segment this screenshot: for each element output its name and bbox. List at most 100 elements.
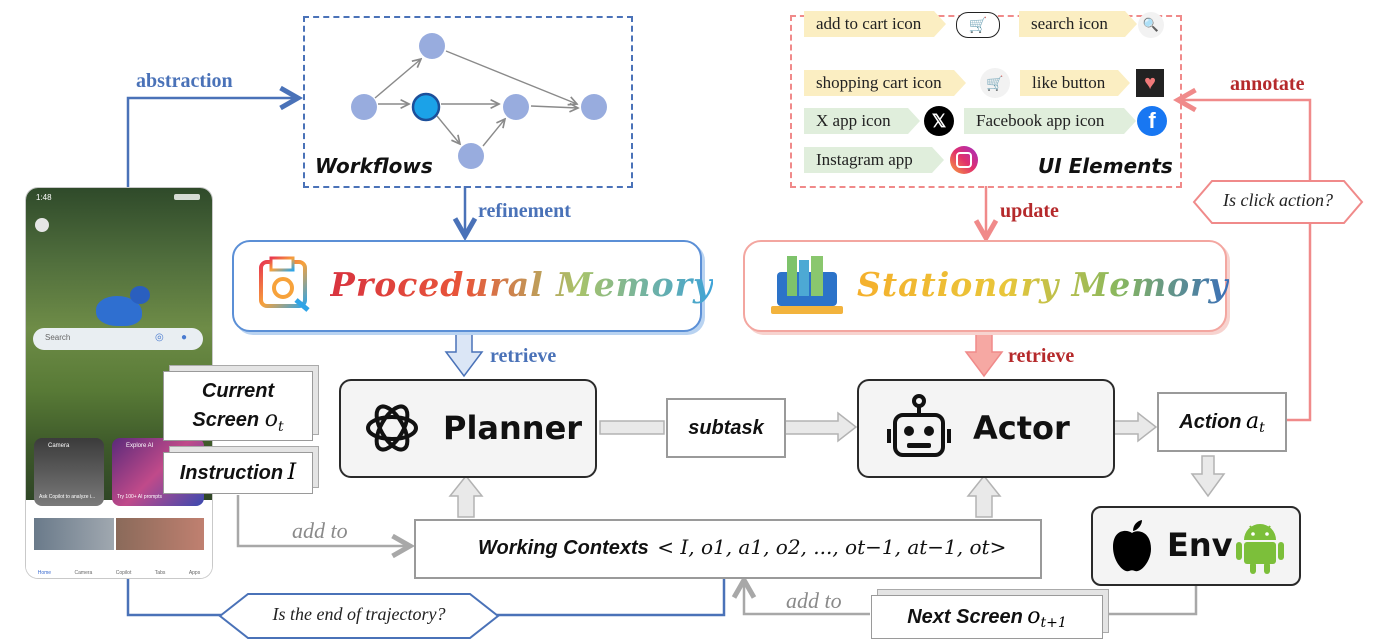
ui-tag: X app icon xyxy=(804,108,920,134)
workflow-graph xyxy=(351,33,607,169)
click-decision-text: Is click action? xyxy=(1223,190,1333,210)
abstraction-arrow xyxy=(126,98,298,188)
working-contexts-content: Working Contexts < I, o1, a1, o2, ..., o… xyxy=(478,535,1006,560)
card-title: Explore AI xyxy=(126,443,154,449)
subtask-box: subtask xyxy=(666,398,786,458)
workflow-node xyxy=(503,94,529,120)
update-label: update xyxy=(1000,200,1059,222)
stationary-memory-box: Stationary Memory xyxy=(743,240,1229,332)
stationary-memory-title: Stationary Memory xyxy=(857,265,1229,304)
end-decision-text: Is the end of trajectory? xyxy=(272,604,446,624)
ui-tag: like button xyxy=(1020,70,1130,96)
next-screen-label: Next Screen xyxy=(907,606,1023,628)
actor-box: Actor xyxy=(857,379,1115,478)
add-to-arrow-bottom xyxy=(744,580,1198,616)
procedural-memory-box: Procedural Memory xyxy=(232,240,712,332)
instagram-app-icon xyxy=(950,146,978,174)
current-screen-word: Screen xyxy=(192,409,260,431)
workflow-node-active xyxy=(411,92,441,122)
add-to-arrow-top xyxy=(236,495,410,546)
stationary-memory-icon xyxy=(771,252,843,318)
procedural-memory-title: Procedural Memory xyxy=(330,265,714,304)
working-contexts-label: Working Contexts xyxy=(478,537,649,559)
next-screen-subscript: t+1 xyxy=(1040,615,1067,632)
block-arrows xyxy=(448,411,1226,518)
action-subscript: t xyxy=(1259,420,1265,437)
card-title: Camera xyxy=(48,443,70,449)
phone-news-image-2[interactable] xyxy=(116,518,204,550)
workflow-node xyxy=(458,143,484,169)
env-label: Env xyxy=(1167,526,1233,564)
retrieve-label-right: retrieve xyxy=(1008,345,1075,367)
nav-home[interactable]: Home xyxy=(37,570,52,576)
current-screen-line2: Screen ot xyxy=(164,407,312,435)
card-caption: Try 100+ AI prompts xyxy=(117,494,162,500)
end-decision-shape xyxy=(218,593,500,639)
phone-news-image-1[interactable] xyxy=(34,518,114,550)
workflows-title: Workflows xyxy=(315,154,433,178)
action-box: Action at xyxy=(1157,392,1287,452)
next-screen-box: Next Screen ot+1 xyxy=(871,595,1103,639)
nav-camera[interactable]: Camera xyxy=(74,570,93,576)
ui-tag: search icon xyxy=(1019,11,1137,37)
current-screen-symbol: o xyxy=(264,407,278,432)
subtask-label: subtask xyxy=(688,417,764,439)
planner-label: Planner xyxy=(443,409,583,447)
card-caption: Ask Copilot to analyze i... xyxy=(39,494,96,500)
procedural-memory-icon xyxy=(256,256,314,314)
actor-label: Actor xyxy=(973,409,1070,447)
click-decision-shape xyxy=(1192,180,1364,224)
nav-tabs[interactable]: Tabs xyxy=(154,570,166,576)
workflow-node xyxy=(351,94,377,120)
next-screen-symbol: o xyxy=(1027,604,1041,629)
workflows-box: Workflows xyxy=(303,16,633,188)
ui-elements-title: UI Elements xyxy=(1038,154,1173,178)
search-icon: 🔍 xyxy=(1138,12,1164,38)
action-label: Action xyxy=(1179,411,1242,433)
add-to-label-bottom: add to xyxy=(786,588,842,613)
current-screen-line1: Current xyxy=(201,380,275,402)
current-screen-subscript: t xyxy=(277,419,284,435)
annotate-line xyxy=(1178,100,1312,422)
phone-search-bar[interactable]: Search ◎ ● xyxy=(33,328,203,350)
retrieve-arrow-left xyxy=(444,329,484,378)
ui-tag: shopping cart icon xyxy=(804,70,966,96)
bird-head xyxy=(130,286,150,304)
instruction-box: Instruction I xyxy=(163,452,313,494)
openai-logo-icon xyxy=(361,397,423,459)
robot-icon xyxy=(887,393,951,463)
phone-camera-search-icon[interactable]: ◎ xyxy=(155,332,164,343)
phone-mic-icon[interactable]: ● xyxy=(181,332,188,343)
nav-copilot[interactable]: Copilot xyxy=(115,570,132,576)
phone-card-camera[interactable]: Camera Ask Copilot to analyze i... xyxy=(34,438,104,506)
status-time: 1:48 xyxy=(36,193,52,202)
apple-logo-icon xyxy=(1107,518,1157,574)
annotate-label: annotate xyxy=(1230,73,1305,95)
instruction-label: Instruction xyxy=(179,462,284,484)
instruction-symbol: I xyxy=(287,460,297,485)
x-app-icon: 𝕏 xyxy=(924,106,954,136)
workflow-node xyxy=(419,33,445,59)
phone-search-placeholder: Search xyxy=(45,333,71,342)
retrieve-arrow-right xyxy=(964,329,1004,378)
working-contexts-formula: < I, o1, a1, o2, ..., ot−1, at−1, ot> xyxy=(657,535,1007,559)
ui-tag: add to cart icon xyxy=(804,11,946,37)
retrieve-label-left: retrieve xyxy=(490,345,557,367)
ui-elements-box: add to cart icon 🛒 search icon 🔍 shoppin… xyxy=(790,15,1182,188)
refinement-label: refinement xyxy=(478,200,571,222)
ui-tag: Facebook app icon xyxy=(964,108,1136,134)
current-screen-box: Current Screen ot xyxy=(163,371,313,441)
action-symbol: a xyxy=(1245,409,1260,434)
add-to-cart-icon: 🛒 xyxy=(956,12,1000,38)
ui-tag: Instagram app xyxy=(804,147,944,173)
shopping-cart-icon: 🛒 xyxy=(980,68,1010,98)
planner-box: Planner xyxy=(339,379,597,478)
nav-apps[interactable]: Apps xyxy=(188,570,201,576)
phone-bottom-nav: Home Camera Copilot Tabs Apps xyxy=(26,550,212,578)
working-contexts-box: Working Contexts < I, o1, a1, o2, ..., o… xyxy=(414,519,1042,579)
env-box: Env xyxy=(1091,506,1301,586)
profile-avatar[interactable] xyxy=(35,218,49,232)
abstraction-label: abstraction xyxy=(136,70,233,92)
status-icons xyxy=(174,194,200,200)
